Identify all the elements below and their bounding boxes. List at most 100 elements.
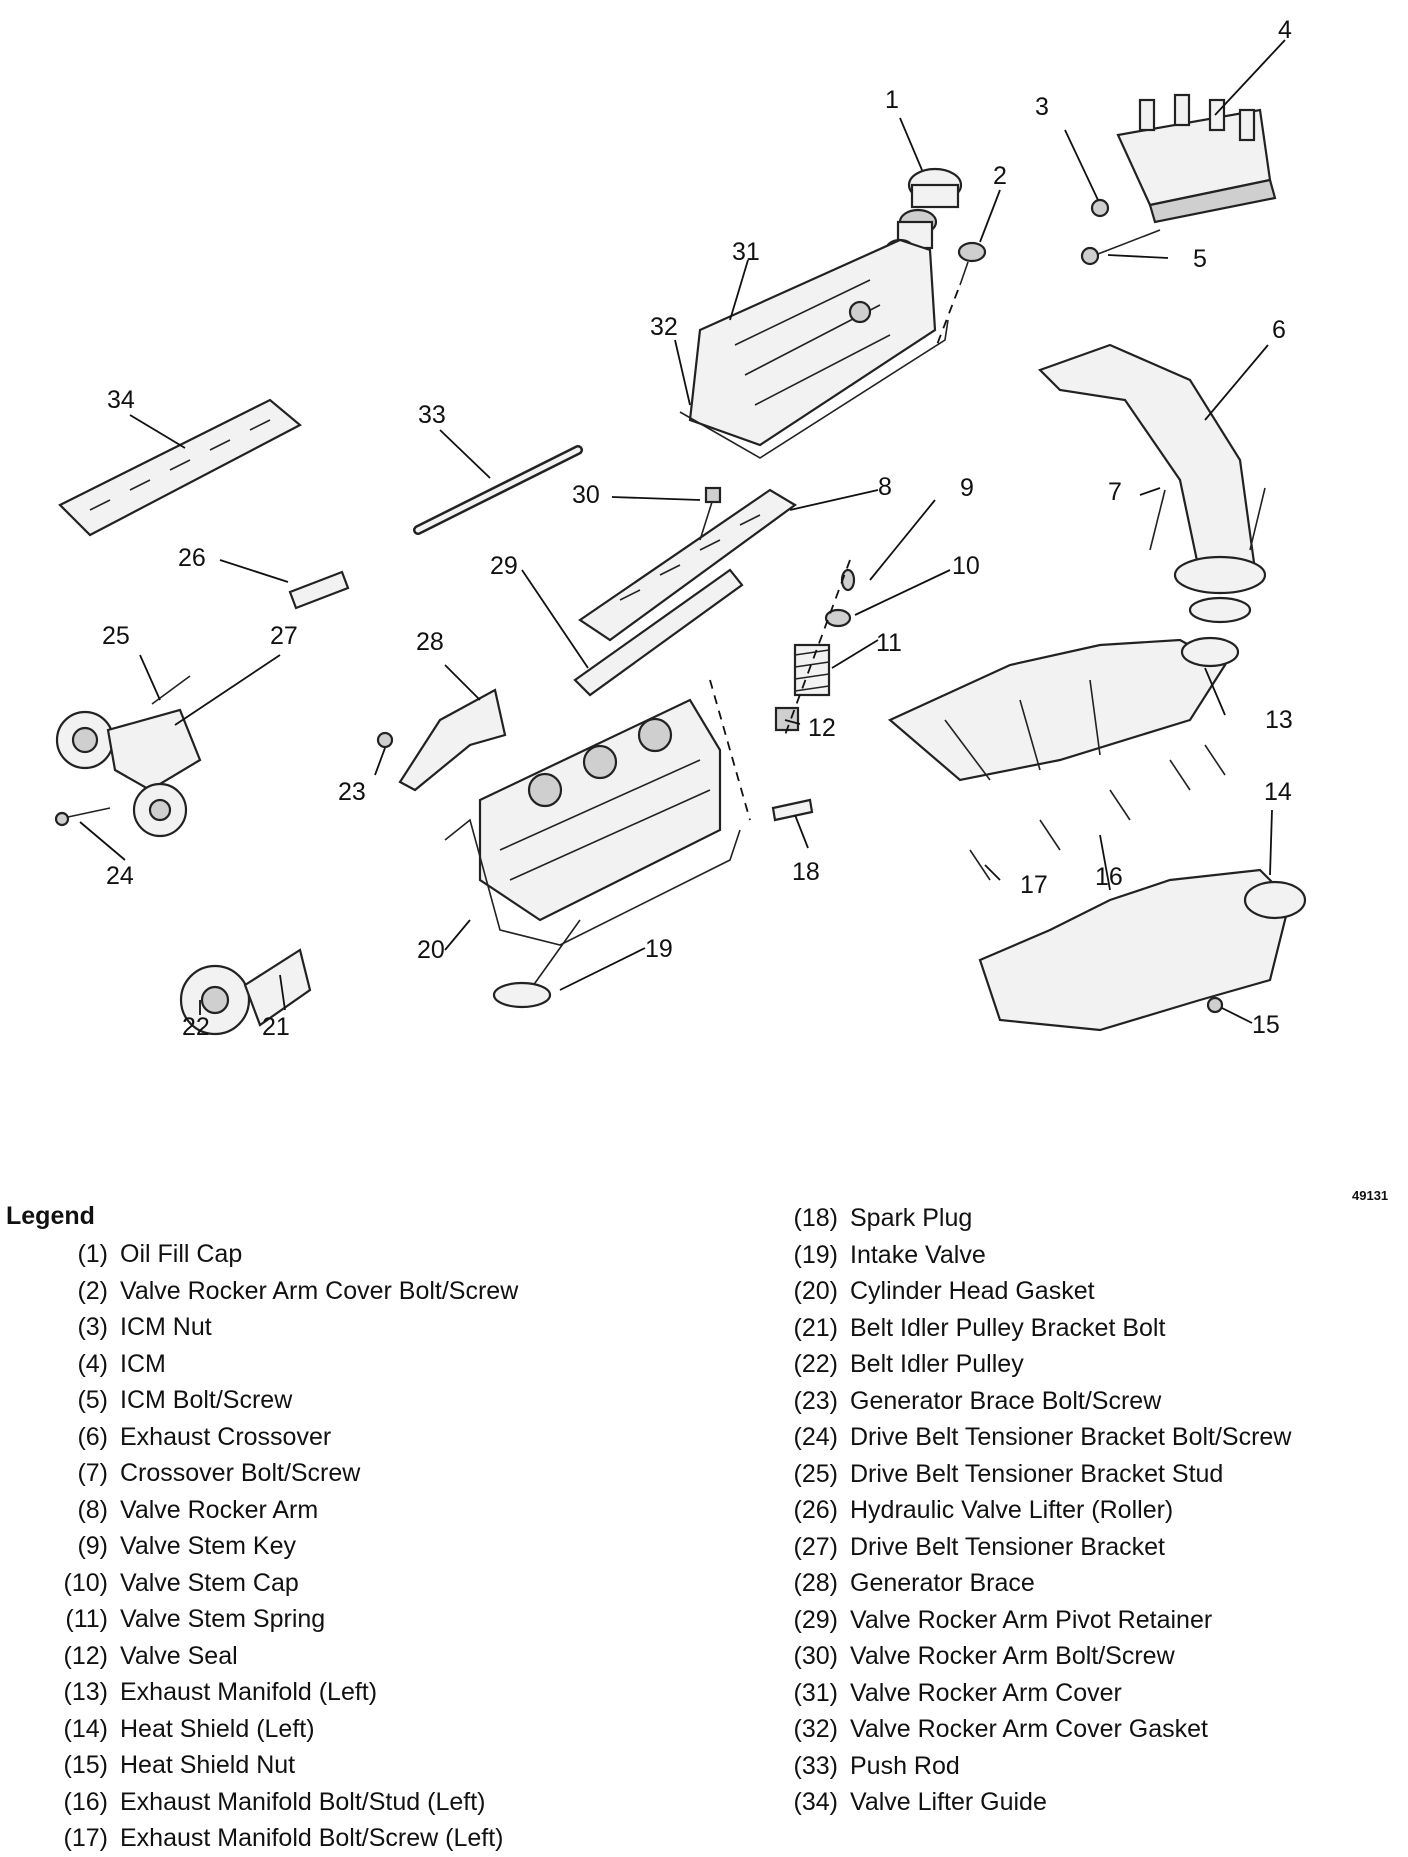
legend-item-label: Valve Lifter Guide bbox=[850, 1788, 1047, 1816]
legend-item: (30)Valve Rocker Arm Bolt/Screw bbox=[730, 1638, 1390, 1675]
legend-item-number: (34) bbox=[793, 1788, 838, 1816]
callout-27: 27 bbox=[270, 622, 298, 650]
legend-item-label: Drive Belt Tensioner Bracket bbox=[850, 1532, 1165, 1561]
legend-item-label: ICM Nut bbox=[120, 1313, 212, 1341]
legend-item-label: Drive Belt Tensioner Bracket Bolt/Screw bbox=[850, 1423, 1292, 1451]
legend-item-label: Push Rod bbox=[850, 1751, 960, 1780]
legend-item-number: (32) bbox=[793, 1715, 838, 1743]
legend-item-number: (18) bbox=[793, 1204, 838, 1232]
legend-item-number: (4) bbox=[77, 1349, 108, 1378]
callout-2: 2 bbox=[993, 162, 1007, 190]
legend-item-number: (25) bbox=[793, 1459, 838, 1488]
legend-item: (19) Intake Valve bbox=[730, 1237, 1390, 1274]
legend-item-number: (10) bbox=[63, 1568, 108, 1597]
callout-10: 10 bbox=[952, 552, 980, 580]
legend-item: (11) Valve Stem Spring bbox=[0, 1601, 650, 1638]
legend-item: (8)Valve Rocker Arm bbox=[0, 1492, 650, 1529]
legend-item-label: Valve Stem Spring bbox=[120, 1605, 326, 1633]
icm-bolt-part bbox=[1080, 229, 1161, 266]
callout-22: 22 bbox=[182, 1013, 210, 1041]
legend-item-number: (7) bbox=[77, 1459, 108, 1487]
crossover-bolt-part bbox=[1149, 487, 1266, 551]
legend-item-label: Generator Brace Bolt/Screw bbox=[850, 1386, 1162, 1415]
head-gasket-part bbox=[444, 818, 741, 946]
legend-item: (4) ICM bbox=[0, 1346, 650, 1383]
legend-item-label: Exhaust Manifold (Left) bbox=[120, 1678, 378, 1706]
tensioner-bolt-part bbox=[54, 807, 111, 827]
cover-bolt-part bbox=[934, 241, 987, 351]
callout-29: 29 bbox=[490, 552, 518, 580]
legend-item-number: (15) bbox=[63, 1751, 108, 1779]
legend-item: (24)Drive Belt Tensioner Bracket Bolt/Sc… bbox=[730, 1419, 1390, 1456]
legend-item: (14)Heat Shield (Left) bbox=[0, 1711, 650, 1748]
legend-item-label: Valve Stem Cap bbox=[120, 1568, 299, 1597]
legend-item-number: (2) bbox=[77, 1276, 108, 1305]
legend-item: (15)Heat Shield Nut bbox=[0, 1747, 650, 1784]
legend-item-label: Valve Rocker Arm Cover bbox=[850, 1678, 1122, 1707]
legend-item: (6)Exhaust Crossover bbox=[0, 1419, 650, 1456]
legend-item-label: Crossover Bolt/Screw bbox=[120, 1459, 361, 1487]
legend-item: (18) Spark Plug bbox=[730, 1200, 1390, 1237]
valve-stem-cap-part bbox=[824, 608, 852, 628]
legend-item-number: (23) bbox=[793, 1386, 838, 1415]
legend-item: (32) Valve Rocker Arm Cover Gasket bbox=[730, 1711, 1390, 1748]
callout-8: 8 bbox=[878, 473, 892, 501]
callout-28: 28 bbox=[416, 628, 444, 656]
hydraulic-lifter-part bbox=[288, 570, 350, 610]
legend-item: (26)Hydraulic Valve Lifter (Roller) bbox=[730, 1492, 1390, 1529]
legend-item-number: (16) bbox=[63, 1787, 108, 1816]
callout-17: 17 bbox=[1020, 871, 1048, 899]
legend-item-label: Spark Plug bbox=[850, 1204, 973, 1232]
legend-item: (5)ICM Bolt/Screw bbox=[0, 1382, 650, 1419]
legend-item: (3) ICM Nut bbox=[0, 1309, 650, 1346]
push-rod-part bbox=[413, 445, 583, 535]
legend-item-label: Cylinder Head Gasket bbox=[850, 1277, 1095, 1305]
legend-item-number: (19) bbox=[793, 1240, 838, 1269]
intake-valve-part bbox=[492, 919, 581, 1009]
legend-item-number: (1) bbox=[77, 1240, 108, 1268]
callout-13: 13 bbox=[1265, 706, 1293, 734]
rocker-arm-part bbox=[578, 488, 797, 642]
callout-3: 3 bbox=[1035, 93, 1049, 121]
callout-14: 14 bbox=[1264, 778, 1292, 806]
legend-item-label: Heat Shield (Left) bbox=[120, 1714, 315, 1743]
icm-nut-part bbox=[1090, 198, 1110, 218]
callout-19: 19 bbox=[645, 935, 673, 963]
legend-item-label: ICM bbox=[120, 1349, 166, 1378]
legend-item-label: Generator Brace bbox=[850, 1569, 1035, 1597]
heat-shield-part bbox=[978, 868, 1307, 1032]
callout-25: 25 bbox=[102, 622, 130, 650]
legend-item: (31)Valve Rocker Arm Cover bbox=[730, 1675, 1390, 1712]
legend-item: (28)Generator Brace bbox=[730, 1565, 1390, 1602]
legend-item-number: (17) bbox=[63, 1824, 108, 1852]
legend-item: (25)Drive Belt Tensioner Bracket Stud bbox=[730, 1456, 1390, 1493]
legend-item: (12) Valve Seal bbox=[0, 1638, 650, 1675]
callout-33: 33 bbox=[418, 401, 446, 429]
legend-item: (17)Exhaust Manifold Bolt/Screw (Left) bbox=[0, 1820, 650, 1857]
legend-item: (23) Generator Brace Bolt/Screw bbox=[730, 1383, 1390, 1420]
legend-item-number: (3) bbox=[77, 1313, 108, 1341]
lifter-guide-part bbox=[58, 398, 302, 537]
legend-item-label: Valve Rocker Arm Cover Gasket bbox=[850, 1715, 1208, 1743]
callout-16: 16 bbox=[1095, 863, 1123, 891]
cylinder-head-part bbox=[478, 698, 722, 922]
figure-id: 49131 bbox=[1352, 1188, 1389, 1203]
legend-item-number: (12) bbox=[63, 1641, 108, 1670]
legend-item-label: Valve Seal bbox=[120, 1641, 238, 1670]
legend-item-label: Intake Valve bbox=[850, 1240, 986, 1269]
legend-item: (21)Belt Idler Pulley Bracket Bolt bbox=[730, 1310, 1390, 1347]
rocker-bolt-part bbox=[699, 486, 722, 541]
idler-pulley-part bbox=[179, 948, 312, 1036]
legend-item: (1)Oil Fill Cap bbox=[0, 1236, 650, 1273]
legend-item-number: (30) bbox=[793, 1642, 838, 1670]
exploded-engine-diagram: 1 2 3 4 5 6 7 8 9 10 11 12 13 14 15 16 1… bbox=[54, 16, 1307, 1041]
legend-item: (33)Push Rod bbox=[730, 1748, 1390, 1785]
callout-30: 30 bbox=[572, 481, 600, 509]
valve-spring-part bbox=[793, 643, 831, 697]
legend-item-number: (11) bbox=[65, 1605, 108, 1633]
legend-item: (27)Drive Belt Tensioner Bracket bbox=[730, 1529, 1390, 1566]
legend-item-label: ICM Bolt/Screw bbox=[120, 1386, 293, 1414]
callout-6: 6 bbox=[1272, 316, 1286, 344]
legend-item-label: Belt Idler Pulley bbox=[850, 1350, 1024, 1378]
legend-item-label: Exhaust Crossover bbox=[120, 1422, 332, 1451]
